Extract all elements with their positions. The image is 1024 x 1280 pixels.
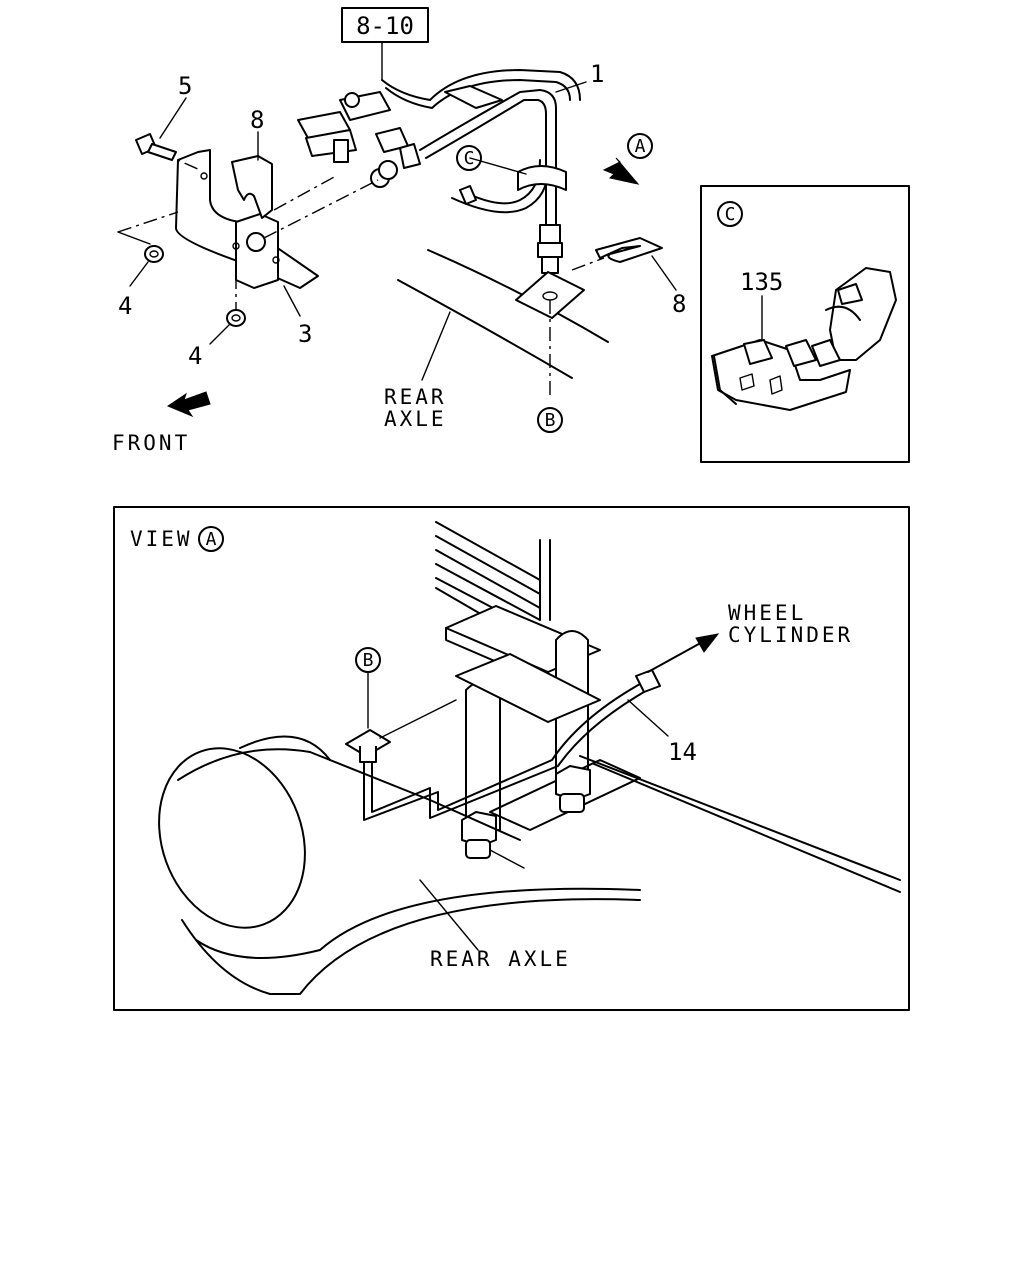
u-bolt-left [465,680,501,831]
rear-axle-label-1: REAR [384,385,447,409]
bracket-3 [175,149,319,289]
union [459,185,477,205]
leaf-spring [435,521,551,625]
clip-8-right [595,237,663,263]
callout-3: 3 [298,320,312,348]
view-a-circle-b [355,647,381,673]
view-a-title: VIEW [130,527,193,551]
hose-fitting [539,224,561,244]
detail-c: C 135 [700,185,910,463]
svg-text:C: C [725,204,736,225]
pipe-clip-135 [711,267,897,411]
clip-8-left [231,155,273,219]
ref-box-label: 8-10 [356,12,414,40]
brake-pipe-14 [363,633,720,821]
ref-box-outline [341,7,429,43]
callout-8-right: 8 [672,290,686,318]
callout-4-bottom: 4 [188,342,202,370]
front-arrow-icon [166,391,211,418]
wheel-cylinder-label-2: CYLINDER [728,623,853,647]
axle-bracket-plate [515,271,585,319]
svg-text:C: C [464,148,475,169]
circle-c-callout [456,145,482,171]
detail-c-frame [700,185,910,463]
circle-b-callout [537,407,563,433]
svg-text:B: B [363,650,374,671]
callout-5: 5 [178,72,192,100]
pipe-clip-upper [444,85,503,109]
top-assembly: 8-10 [112,7,686,455]
callout-1: 1 [590,60,604,88]
callout-135: 135 [740,268,783,296]
view-a-frame [113,506,910,1011]
axle-housing [158,735,641,995]
nut-4-left [144,245,164,263]
valve-block [297,91,421,169]
nut-4-bottom [226,309,246,327]
detail-c-circle [717,201,743,227]
pipe-clip-c [517,165,567,191]
view-a-circle [198,526,224,552]
axle-top-edge [427,249,609,343]
view-a: VIEW A [113,506,910,1011]
axle-bottom-edge [397,279,573,379]
callout-4-left: 4 [118,292,132,320]
brake-pipes [381,69,581,226]
svg-text:A: A [635,136,646,157]
bolt-5 [135,133,177,161]
u-bolt-nuts [461,765,591,859]
front-label: FRONT [112,431,190,455]
callout-14: 14 [668,738,697,766]
callout-8-left: 8 [250,106,264,134]
wheel-cylinder-label-1: WHEEL [728,601,806,625]
wheel-cylinder-arrow [695,633,720,653]
spring-seat-mid [455,653,601,723]
view-a-arrow [602,157,640,185]
circle-a-callout [627,133,653,159]
svg-text:B: B [545,410,556,431]
rear-axle-label-2: AXLE [384,407,447,431]
svg-text:A: A [206,529,217,550]
view-a-rear-axle-label: REAR AXLE [430,947,571,971]
